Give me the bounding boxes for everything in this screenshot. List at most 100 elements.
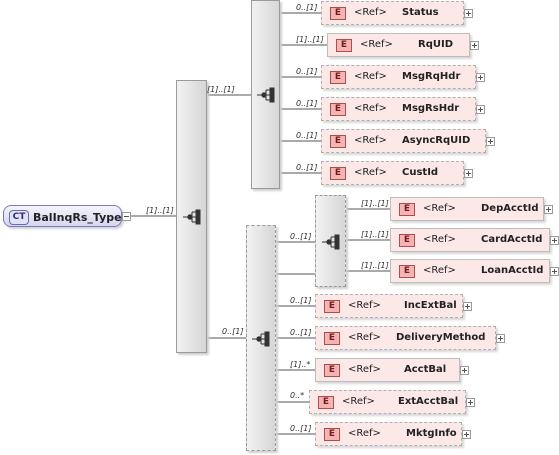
status-cardinality: 0..[1] xyxy=(296,3,318,12)
element-name: CardAcctId xyxy=(481,234,543,245)
ref-label: <Ref> xyxy=(423,234,456,245)
element-asyncrquid[interactable]: E <Ref> AsyncRqUID xyxy=(321,129,486,153)
element-badge: E xyxy=(330,167,346,180)
element-badge: E xyxy=(399,234,415,247)
element-extacctbal[interactable]: E <Ref> ExtAcctBal xyxy=(309,390,466,414)
element-badge: E xyxy=(330,71,346,84)
element-badge: E xyxy=(324,300,340,313)
depacctid-cardinality: [1]..[1] xyxy=(361,199,389,208)
expand-icon[interactable] xyxy=(550,267,559,276)
expand-icon[interactable] xyxy=(460,366,469,375)
element-name: MktgInfo xyxy=(406,428,457,439)
ref-label: <Ref> xyxy=(354,167,387,178)
element-badge: E xyxy=(318,396,334,409)
element-acctbal[interactable]: E <Ref> AcctBal xyxy=(315,358,460,382)
element-depacctid[interactable]: E <Ref> DepAcctId xyxy=(390,197,544,221)
element-name: AsyncRqUID xyxy=(402,135,471,146)
element-incextbal[interactable]: E <Ref> IncExtBal xyxy=(315,294,463,318)
expand-icon[interactable] xyxy=(486,137,495,146)
deliverymethod-cardinality: 0..[1] xyxy=(290,328,312,337)
expand-icon[interactable] xyxy=(464,169,473,178)
custid-cardinality: 0..[1] xyxy=(296,163,318,172)
element-badge: E xyxy=(324,364,340,377)
root-sequence-compositor[interactable] xyxy=(176,80,207,353)
element-badge: E xyxy=(330,135,346,148)
sequence-icon xyxy=(252,331,270,347)
element-badge: E xyxy=(330,7,346,20)
element-name: AcctBal xyxy=(404,364,447,375)
element-name: MsgRqHdr xyxy=(402,71,461,82)
ref-label: <Ref> xyxy=(348,332,381,343)
collapse-icon[interactable] xyxy=(122,212,131,221)
complex-type-node[interactable]: CT BalInqRs_Type xyxy=(3,205,122,227)
element-badge: E xyxy=(330,103,346,116)
bottom-sequence-cardinality: 0..[1] xyxy=(222,327,244,336)
nested-group-cardinality: 0..[1] xyxy=(290,232,312,241)
element-name: LoanAcctId xyxy=(481,265,544,276)
ref-label: <Ref> xyxy=(348,300,381,311)
element-name: RqUID xyxy=(418,39,453,50)
msgrshdr-cardinality: 0..[1] xyxy=(296,99,318,108)
nested-group-compositor[interactable] xyxy=(315,195,346,287)
expand-icon[interactable] xyxy=(462,430,471,439)
expand-icon[interactable] xyxy=(463,302,472,311)
expand-icon[interactable] xyxy=(476,105,485,114)
ref-label: <Ref> xyxy=(354,135,387,146)
element-name: DepAcctId xyxy=(481,203,539,214)
asyncrquid-cardinality: 0..[1] xyxy=(296,131,318,140)
element-badge: E xyxy=(399,203,415,216)
element-name: Status xyxy=(402,7,439,18)
cardacctid-cardinality: [1]..[1] xyxy=(361,230,389,239)
element-msgrqhdr[interactable]: E <Ref> MsgRqHdr xyxy=(321,65,476,89)
top-sequence-cardinality: [1]..[1] xyxy=(207,85,235,94)
expand-icon[interactable] xyxy=(464,9,473,18)
expand-icon[interactable] xyxy=(496,334,505,343)
element-name: DeliveryMethod xyxy=(396,332,486,343)
element-cardacctid[interactable]: E <Ref> CardAcctId xyxy=(390,228,550,252)
msgrqhdr-cardinality: 0..[1] xyxy=(296,67,318,76)
element-deliverymethod[interactable]: E <Ref> DeliveryMethod xyxy=(315,326,496,350)
element-loanacctid[interactable]: E <Ref> LoanAcctId xyxy=(390,259,550,283)
element-rquid[interactable]: E <Ref> RqUID xyxy=(327,33,470,57)
extacctbal-cardinality: 0..* xyxy=(290,391,305,400)
ref-label: <Ref> xyxy=(360,39,393,50)
element-status[interactable]: E <Ref> Status xyxy=(321,1,464,25)
sequence-icon xyxy=(257,87,275,103)
element-name: MsgRsHdr xyxy=(402,103,460,114)
ct-badge: CT xyxy=(9,210,29,225)
loanacctid-cardinality: [1]..[1] xyxy=(361,261,389,270)
ref-label: <Ref> xyxy=(354,71,387,82)
ref-label: <Ref> xyxy=(354,7,387,18)
complex-type-name: BalInqRs_Type xyxy=(33,211,122,224)
expand-icon[interactable] xyxy=(544,205,553,214)
ref-label: <Ref> xyxy=(342,396,375,407)
ref-label: <Ref> xyxy=(348,364,381,375)
ref-label: <Ref> xyxy=(354,103,387,114)
incextbal-cardinality: 0..[1] xyxy=(290,296,312,305)
element-msgrshdr[interactable]: E <Ref> MsgRsHdr xyxy=(321,97,476,121)
rquid-cardinality: [1]..[1] xyxy=(296,35,324,44)
ref-label: <Ref> xyxy=(423,265,456,276)
bottom-sequence-compositor[interactable] xyxy=(246,225,276,451)
element-custid[interactable]: E <Ref> CustId xyxy=(321,161,464,185)
sequence-icon xyxy=(322,234,340,250)
top-sequence-compositor[interactable] xyxy=(251,0,280,189)
ref-label: <Ref> xyxy=(423,203,456,214)
root-sequence-cardinality: [1]..[1] xyxy=(146,206,174,215)
expand-icon[interactable] xyxy=(470,41,479,50)
element-name: CustId xyxy=(402,167,439,178)
acctbal-cardinality: [1]..* xyxy=(290,360,311,369)
expand-icon[interactable] xyxy=(550,236,559,245)
expand-icon[interactable] xyxy=(466,398,475,407)
element-name: IncExtBal xyxy=(404,300,457,311)
sequence-icon xyxy=(183,209,201,225)
element-badge: E xyxy=(324,332,340,345)
element-badge: E xyxy=(336,39,352,52)
element-badge: E xyxy=(324,428,340,441)
expand-icon[interactable] xyxy=(476,73,485,82)
element-badge: E xyxy=(399,265,415,278)
mktginfo-cardinality: 0..[1] xyxy=(290,424,312,433)
element-mktginfo[interactable]: E <Ref> MktgInfo xyxy=(315,422,462,446)
